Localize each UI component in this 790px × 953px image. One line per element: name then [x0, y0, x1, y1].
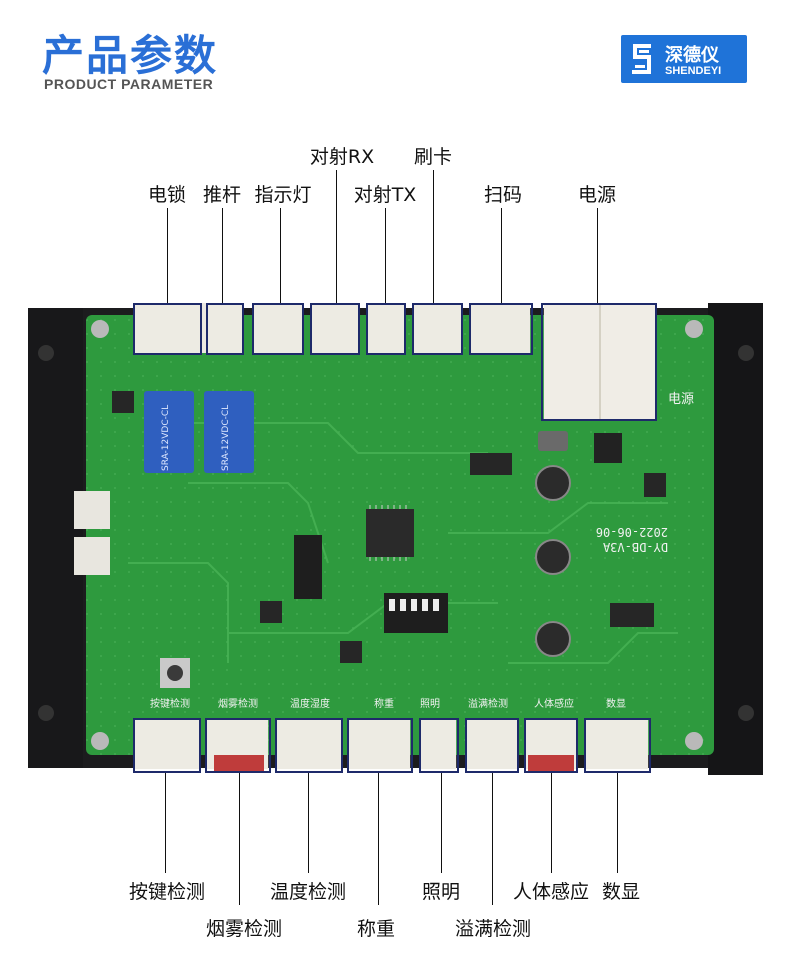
leader-line: [441, 773, 442, 873]
silk-label: 称重: [374, 697, 394, 710]
label-indicator: 指示灯: [254, 184, 312, 206]
leader-line: [308, 773, 309, 873]
page-title: 产品参数: [42, 31, 219, 80]
leader-line: [336, 170, 337, 303]
connector-smoke-detect: [205, 718, 271, 773]
connector-temp-detect: [275, 718, 343, 773]
label-key-detect: 按键检测: [128, 881, 206, 903]
leader-line: [492, 773, 493, 905]
logo-text-cn: 深德仪: [665, 45, 719, 66]
leader-line: [167, 208, 168, 303]
connector-beam-tx: [366, 303, 406, 355]
leader-line: [222, 208, 223, 303]
leader-line: [165, 773, 166, 873]
silk-label: 电源: [668, 392, 694, 407]
silk-label: 溢满检测: [468, 697, 508, 710]
silk-label: 烟雾检测: [218, 697, 258, 710]
label-card: 刷卡: [413, 146, 453, 168]
connector-push-rod: [206, 303, 244, 355]
connector-lighting: [419, 718, 459, 773]
silk-label: 照明: [420, 698, 440, 710]
label-digital-display: 数显: [601, 881, 641, 903]
leader-line: [280, 208, 281, 303]
pcb-board-image: SRA-12VDC-CL SRA-12VDC-CL: [28, 303, 763, 775]
label-power: 电源: [577, 184, 617, 206]
leader-line: [617, 773, 618, 873]
page-subtitle: PRODUCT PARAMETER: [44, 76, 214, 92]
relay-label: SRA-12VDC-CL: [221, 405, 231, 471]
connector-overflow-detect: [465, 718, 519, 773]
silk-label: 温度湿度: [290, 697, 330, 710]
label-lock: 电锁: [147, 184, 187, 206]
silk-label: 按键检测: [150, 697, 190, 710]
connector-key-detect: [133, 718, 201, 773]
logo-text-en: SHENDEYI: [665, 65, 722, 77]
label-temp-detect: 温度检测: [269, 881, 347, 903]
label-weigh: 称重: [356, 918, 396, 940]
connector-scan: [469, 303, 533, 355]
label-scan: 扫码: [483, 184, 523, 206]
brand-logo: 深德仪 SHENDEYI: [621, 35, 747, 83]
connector-weigh: [347, 718, 413, 773]
label-smoke-detect: 烟雾检测: [205, 918, 283, 940]
board-model: DY-DB-V3A: [602, 540, 668, 554]
connector-human-sense: [524, 718, 578, 773]
relay-label: SRA-12VDC-CL: [161, 405, 171, 471]
silk-label: 数显: [606, 697, 626, 710]
label-beam-rx: 对射RX: [309, 146, 375, 168]
leader-line: [385, 208, 386, 303]
connector-beam-rx: [310, 303, 360, 355]
label-human-sense: 人体感应: [512, 881, 590, 903]
leader-line: [597, 208, 598, 303]
label-lighting: 照明: [421, 881, 461, 903]
connector-card: [412, 303, 463, 355]
label-overflow-detect: 溢满检测: [454, 918, 532, 940]
logo-s-icon: [627, 41, 657, 77]
label-push-rod: 推杆: [202, 184, 242, 206]
connector-digital-display: [584, 718, 651, 773]
board-date: 2022-06-06: [596, 525, 668, 539]
leader-line: [501, 208, 502, 303]
silk-label: 人体感应: [534, 697, 574, 710]
connector-power: [541, 303, 657, 421]
leader-line: [239, 773, 240, 905]
connector-indicator: [252, 303, 304, 355]
label-beam-tx: 对射TX: [353, 184, 417, 206]
leader-line: [378, 773, 379, 905]
leader-line: [433, 170, 434, 303]
connector-lock: [133, 303, 202, 355]
leader-line: [551, 773, 552, 873]
